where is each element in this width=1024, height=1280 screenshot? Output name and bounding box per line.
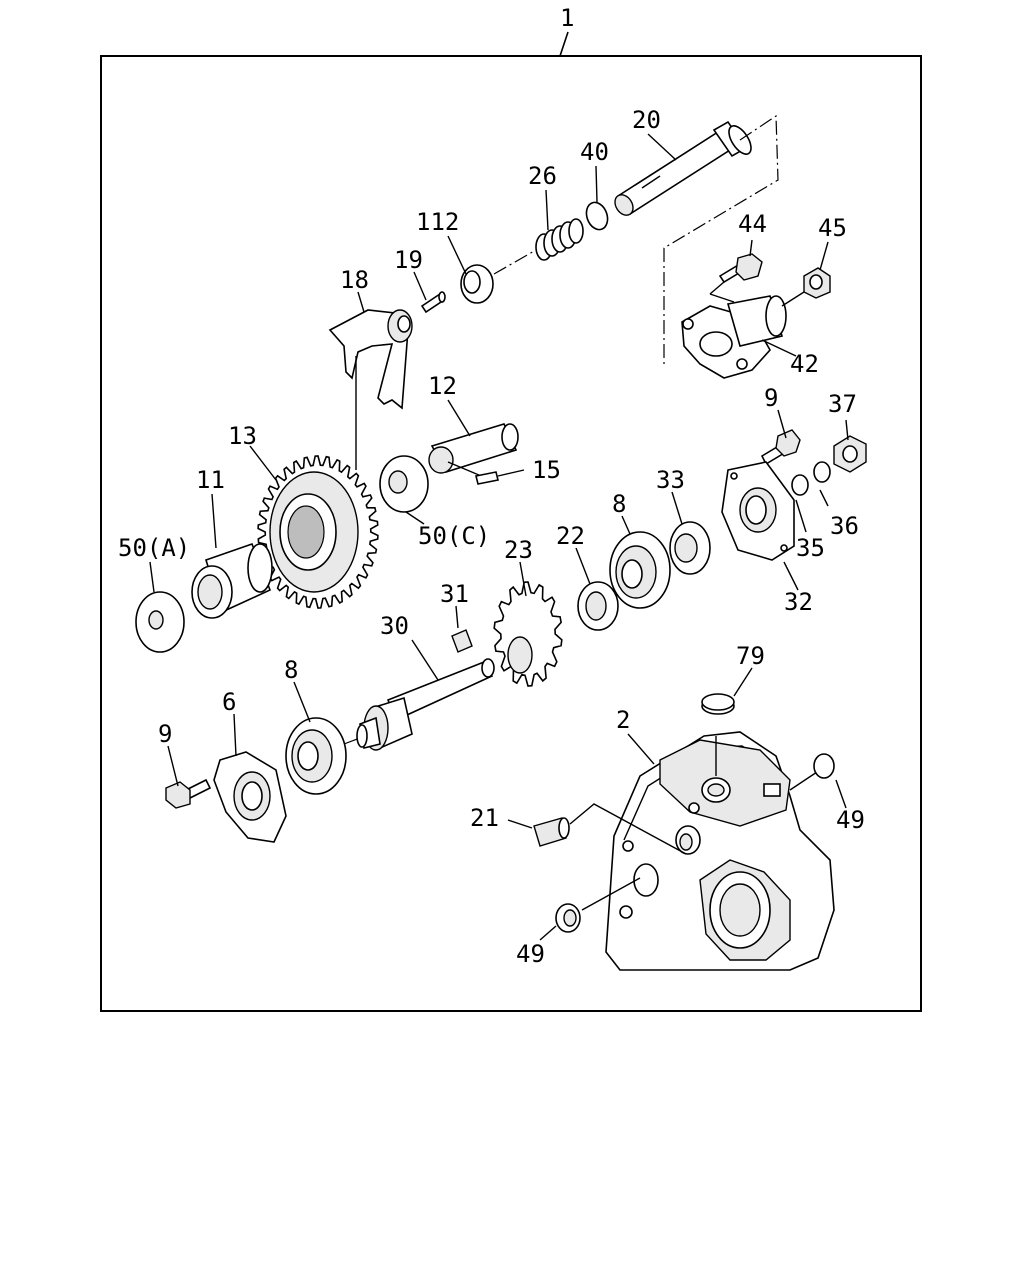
callout-79: 79 (736, 642, 765, 670)
callout-8-lower: 8 (284, 656, 298, 684)
pin-19 (420, 291, 446, 314)
plug-49-right (813, 753, 835, 779)
callout-40: 40 (580, 138, 609, 166)
callout-50c: 50(C) (418, 522, 490, 550)
callout-42: 42 (790, 350, 819, 378)
callout-23: 23 (504, 536, 533, 564)
leader-49-left (581, 877, 641, 911)
callout-30: 30 (380, 612, 409, 640)
bolt-9-lower (165, 778, 212, 809)
bearing-8-upper (609, 531, 671, 609)
actuator-42 (681, 281, 805, 379)
washer-50a (135, 591, 185, 653)
callout-8-upper: 8 (612, 490, 626, 518)
washer-112 (460, 264, 494, 304)
callout-26: 26 (528, 162, 557, 190)
bolt-9-upper (760, 429, 801, 466)
cover-6 (213, 751, 287, 843)
callout-19: 19 (394, 246, 423, 274)
leader-49-right (789, 769, 821, 791)
shaft-30 (356, 658, 495, 751)
dash-8-30 (343, 737, 361, 745)
gear-13 (257, 455, 379, 609)
callout-6: 6 (222, 688, 236, 716)
nut-45 (803, 267, 831, 299)
leader-lines (149, 133, 849, 941)
washer-35 (791, 474, 809, 496)
spring-26 (535, 218, 584, 261)
washer-50c (379, 455, 429, 513)
assembly-frame (100, 55, 922, 1012)
callout-44: 44 (738, 210, 767, 238)
callout-32: 32 (784, 588, 813, 616)
cover-32 (721, 461, 795, 561)
dash-112-26 (493, 249, 537, 275)
callout-35: 35 (796, 534, 825, 562)
assembly-leader (559, 31, 569, 57)
dash-20-42 (663, 114, 779, 368)
washer-22 (577, 581, 619, 631)
callout-9-upper: 9 (764, 384, 778, 412)
callout-45: 45 (818, 214, 847, 242)
oring-40 (585, 201, 609, 231)
callout-49-left: 49 (516, 940, 545, 968)
shaft-12 (428, 423, 519, 479)
callout-20: 20 (632, 106, 661, 134)
shift-fork-18 (328, 309, 413, 410)
callouts: 1 20 40 26 112 19 18 44 45 42 12 13 15 1… (118, 4, 865, 968)
callout-15: 15 (532, 456, 561, 484)
bushing-11 (191, 542, 273, 619)
pin-15 (475, 469, 525, 485)
ring-79 (701, 693, 735, 715)
callout-36: 36 (830, 512, 859, 540)
leader-21 (569, 803, 687, 855)
callout-49-right: 49 (836, 806, 865, 834)
callout-37: 37 (828, 390, 857, 418)
callout-50a: 50(A) (118, 534, 190, 562)
callout-21: 21 (470, 804, 499, 832)
callout-112: 112 (416, 208, 459, 236)
callout-1: 1 (560, 4, 574, 32)
bearing-8-lower (285, 717, 347, 795)
callout-12: 12 (428, 372, 457, 400)
bolt-44 (718, 253, 763, 284)
housing-2 (605, 731, 835, 971)
callout-18: 18 (340, 266, 369, 294)
seal-33 (669, 521, 711, 575)
callout-11: 11 (196, 466, 225, 494)
callout-2: 2 (616, 706, 630, 734)
callout-33: 33 (656, 466, 685, 494)
plug-49-left (555, 903, 581, 933)
callout-31: 31 (440, 580, 469, 608)
key-31 (451, 629, 473, 653)
lockwasher-36 (813, 461, 831, 483)
dowel-21 (533, 817, 570, 847)
gear-23 (493, 581, 563, 687)
shaft-20 (614, 120, 752, 216)
callout-22: 22 (556, 522, 585, 550)
nut-37 (833, 435, 867, 473)
callout-9-lower: 9 (158, 720, 172, 748)
callout-13: 13 (228, 422, 257, 450)
